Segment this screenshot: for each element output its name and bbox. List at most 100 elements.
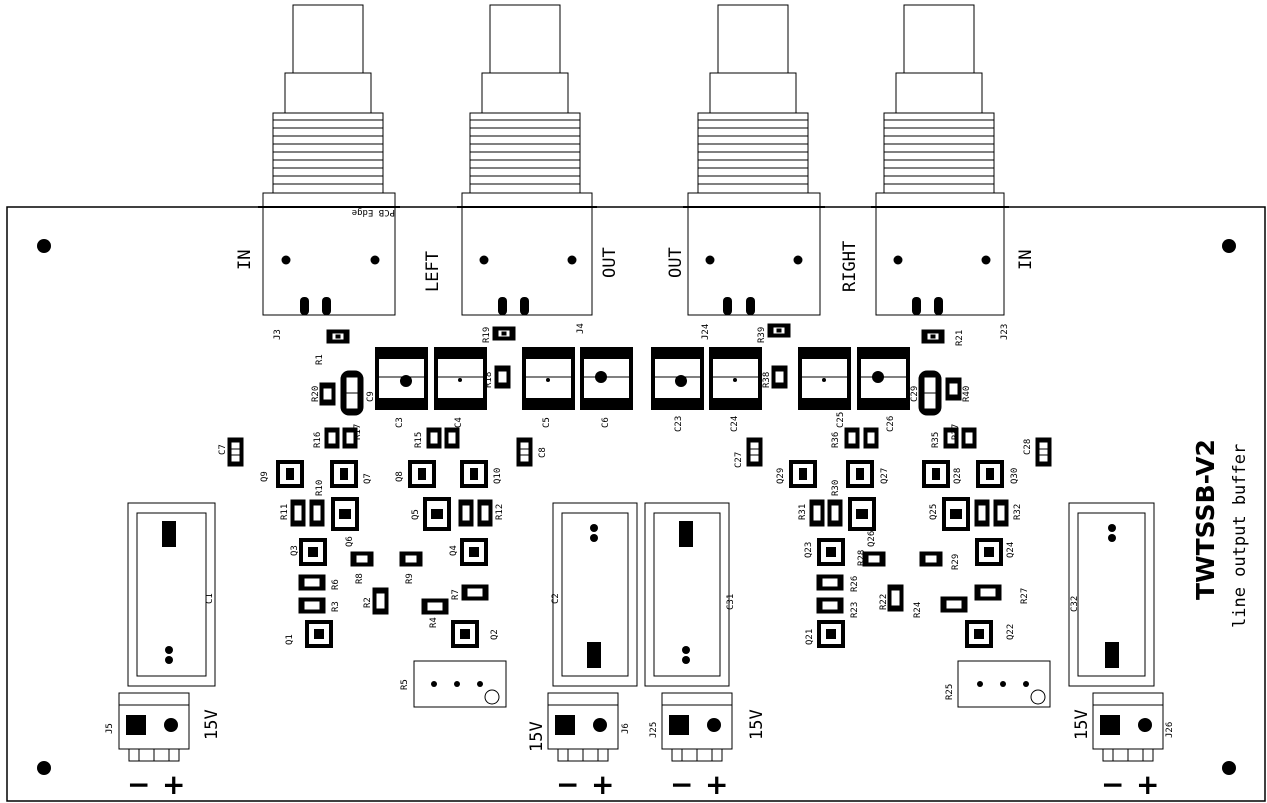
ref-q5: Q5 [411, 509, 421, 520]
ref-q21: Q21 [805, 629, 815, 645]
label-right: RIGHT [840, 241, 860, 292]
ref-j6: J6 [621, 723, 631, 734]
ref-c8: C8 [538, 447, 548, 458]
ref-r12: R12 [495, 504, 505, 520]
label-right-out: OUT [666, 247, 686, 278]
electrolytic-c1 [127, 502, 216, 687]
film-caps [375, 347, 910, 410]
ref-q29: Q29 [776, 468, 786, 484]
ref-j3: J3 [273, 329, 283, 340]
ref-r26: R26 [850, 576, 860, 592]
film-cap-c25 [798, 347, 851, 410]
rca-jack-j24 [683, 4, 825, 316]
plus-j25: + [705, 768, 728, 801]
ref-q6: Q6 [345, 536, 355, 547]
trimmer-r25 [957, 660, 1051, 708]
film-cap-c24 [709, 347, 762, 410]
minus-j6: − [556, 768, 579, 801]
film-cap-c6 [580, 347, 633, 410]
ref-r27: R27 [1020, 588, 1030, 604]
ref-r35: R35 [931, 432, 941, 448]
minus-j5: − [127, 768, 150, 801]
ref-q4: Q4 [449, 545, 459, 556]
ref-r22: R22 [879, 594, 889, 610]
label-left-out: OUT [600, 247, 620, 278]
ref-c31: C31 [726, 594, 736, 610]
ref-r18: R18 [484, 372, 494, 388]
ref-r38: R38 [762, 372, 772, 388]
electrolytic-c2 [552, 502, 638, 687]
electrolytic-c32 [1068, 502, 1155, 687]
ref-c6: C6 [601, 417, 611, 428]
film-cap-c3 [375, 347, 428, 410]
ref-r11: R11 [280, 504, 290, 520]
label-left-in: IN [235, 250, 255, 270]
ref-c29: C29 [910, 386, 920, 402]
board-title: TWTSSB-V2 [1191, 439, 1220, 600]
ref-r23: R23 [850, 602, 860, 618]
ref-r31: R31 [798, 504, 808, 520]
ref-r36: R36 [831, 432, 841, 448]
smd-pads [227, 323, 1052, 615]
ref-q26: Q26 [867, 531, 877, 547]
voltage-j26: 15V [1072, 709, 1092, 740]
label-right-in: IN [1016, 250, 1036, 270]
ref-c28: C28 [1023, 439, 1033, 455]
power-connector-j5 [118, 692, 190, 762]
rca-jack-j4 [457, 4, 597, 316]
ref-q27: Q27 [880, 468, 890, 484]
ref-r8: R8 [355, 573, 365, 584]
mounting-holes [37, 239, 1236, 775]
board-subtitle: line output buffer [1230, 444, 1250, 628]
ref-q8: Q8 [395, 471, 405, 482]
ref-c27: C27 [734, 452, 744, 468]
voltage-j6: 15V [527, 721, 547, 752]
film-cap-c26 [857, 347, 910, 410]
mounting-hole [1222, 239, 1236, 253]
ref-r15: R15 [414, 432, 424, 448]
ref-q23: Q23 [804, 542, 814, 558]
ref-r6: R6 [331, 579, 341, 590]
rca-jack-j3 [258, 4, 400, 316]
power-connector-j25 [661, 692, 733, 762]
ref-q30: Q30 [1010, 468, 1020, 484]
film-cap-c4 [434, 347, 487, 410]
mounting-hole [37, 239, 51, 253]
ref-r1: R1 [315, 354, 325, 365]
ref-q7: Q7 [363, 473, 373, 484]
ref-q24: Q24 [1006, 542, 1016, 558]
mounting-hole [1222, 761, 1236, 775]
rca-jack-j23 [871, 4, 1009, 316]
ref-r2: R2 [363, 597, 373, 608]
ref-r20: R20 [311, 386, 321, 402]
ref-r32: R32 [1013, 504, 1023, 520]
ref-r37: R37 [951, 424, 961, 440]
ref-r30: R30 [831, 480, 841, 496]
ref-j24: J24 [701, 324, 711, 340]
plus-j6: + [591, 768, 614, 801]
ref-j4: J4 [576, 323, 586, 334]
mounting-hole [37, 761, 51, 775]
ref-q28: Q28 [953, 468, 963, 484]
minus-j26: − [1101, 768, 1124, 801]
ref-r29: R29 [951, 554, 961, 570]
ref-r7: R7 [451, 589, 461, 600]
ref-r19: R19 [482, 327, 492, 343]
film-cap-c23 [651, 347, 704, 410]
trimmer-r5 [413, 660, 507, 708]
transistors [276, 460, 1004, 648]
ref-c3: C3 [395, 417, 405, 428]
film-cap-c5 [522, 347, 575, 410]
ref-q10: Q10 [493, 468, 503, 484]
ref-r5: R5 [400, 679, 410, 690]
ref-c9: C9 [366, 391, 376, 402]
ref-q25: Q25 [929, 504, 939, 520]
pcb-edge-note: PCB Edge [352, 207, 395, 217]
ref-c25: C25 [836, 412, 846, 428]
ref-j25: J25 [649, 722, 659, 738]
ref-c4: C4 [454, 417, 464, 428]
ref-c32: C32 [1070, 596, 1080, 612]
ref-q2: Q2 [490, 629, 500, 640]
ref-r9: R9 [405, 573, 415, 584]
